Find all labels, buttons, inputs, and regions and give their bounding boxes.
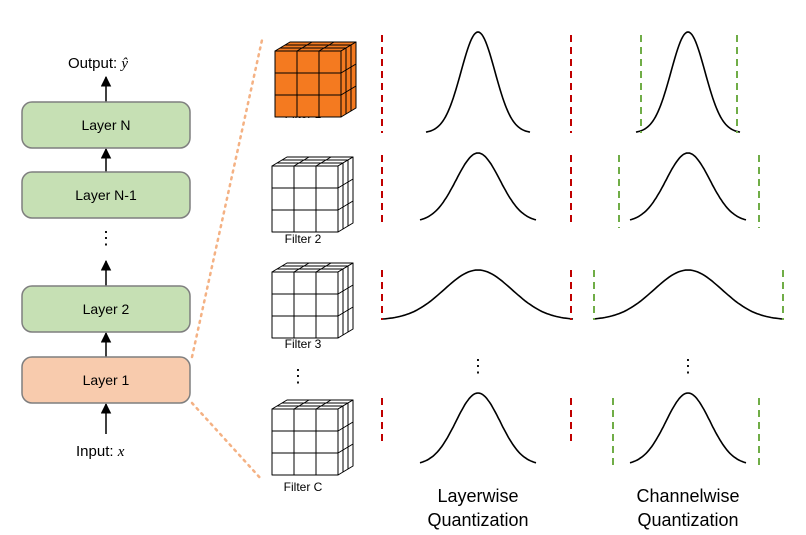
- filter-cube: [271, 262, 354, 339]
- distribution-curves: [382, 31, 784, 464]
- distribution-curve: [629, 152, 747, 221]
- layer-box: Layer 2: [21, 285, 191, 333]
- filter-ellipsis: ⋮: [289, 366, 307, 386]
- distribution-curve: [419, 392, 537, 464]
- network-stack: Output: ŷ Layer N Layer N-1 ⋮ Layer 2 La…: [21, 55, 191, 460]
- filter-cube: [274, 41, 357, 118]
- output-label: Output: ŷ: [68, 55, 128, 72]
- layerwise-ellipsis: ⋮: [469, 356, 487, 376]
- layer-label: Layer N-1: [75, 187, 137, 203]
- layer-box-highlight: Layer 1: [21, 356, 191, 404]
- distribution-curve: [592, 269, 784, 320]
- layer-box: Layer N-1: [21, 171, 191, 219]
- layerwise-title-line2: Quantization: [427, 510, 528, 530]
- channelwise-title-line1: Channelwise: [636, 486, 739, 506]
- layer-ellipsis: ⋮: [97, 228, 115, 248]
- channelwise-ellipsis: ⋮: [679, 356, 697, 376]
- filter-label: Filter C: [284, 480, 323, 494]
- dotted-connector-bottom: [190, 401, 264, 482]
- filter-cube: [271, 399, 354, 476]
- distribution-curve: [635, 31, 741, 133]
- layer-box: Layer N: [21, 101, 191, 149]
- filter-label: Filter 2: [285, 232, 322, 246]
- channelwise-title-line2: Quantization: [637, 510, 738, 530]
- layer-label: Layer N: [81, 117, 130, 133]
- quantization-ranges: [381, 35, 784, 468]
- layer-label: Layer 1: [83, 372, 130, 388]
- filter-label: Filter 3: [285, 337, 322, 351]
- distribution-curve: [382, 269, 574, 320]
- layer-label: Layer 2: [83, 301, 130, 317]
- layerwise-title-line1: Layerwise: [437, 486, 518, 506]
- distribution-curve: [419, 152, 537, 221]
- filter-column: Filter 1 Filter 2 Filter 3 Filter C ⋮: [271, 41, 357, 494]
- input-label: Input: x: [76, 443, 125, 460]
- filter-cube: [271, 156, 354, 233]
- distribution-curve: [425, 31, 531, 133]
- dotted-connector-top: [190, 38, 264, 359]
- distribution-curve: [629, 392, 747, 464]
